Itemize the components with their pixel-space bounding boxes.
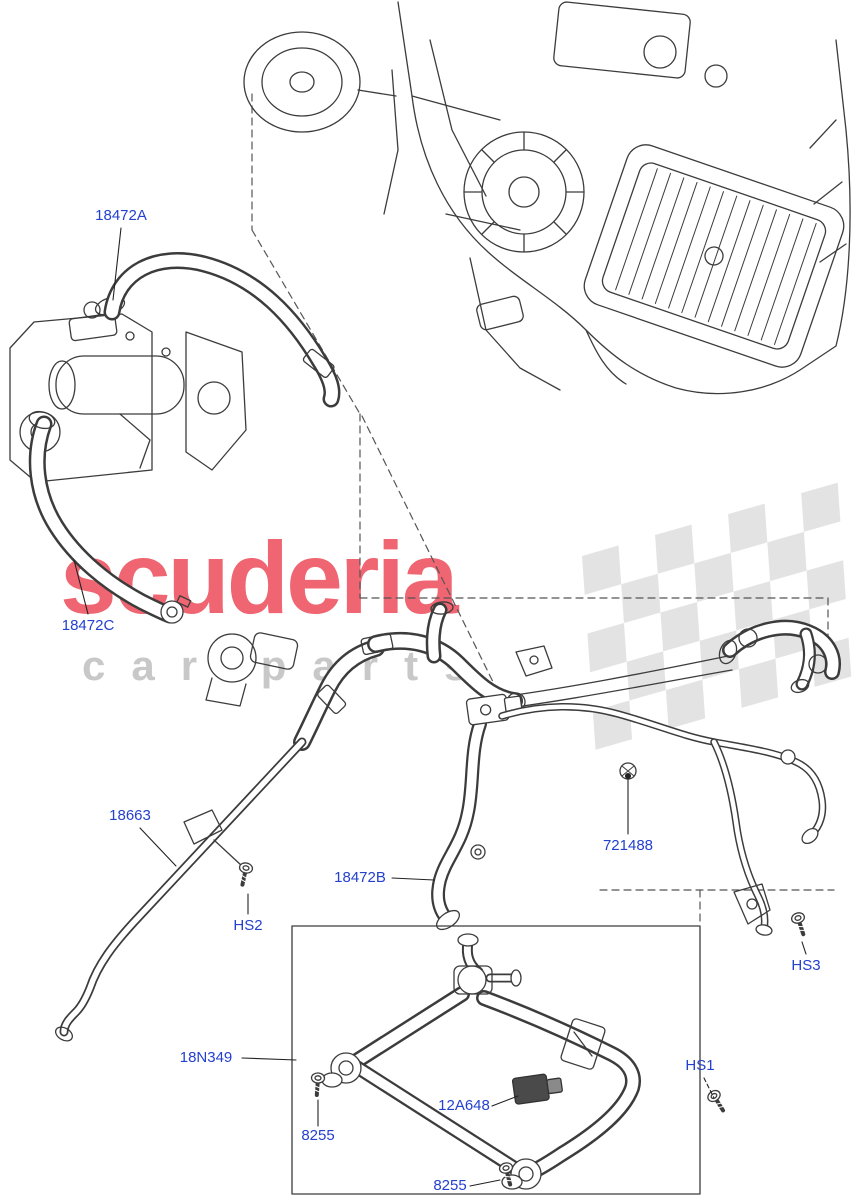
part-label-8255-b[interactable]: 8255: [433, 1177, 467, 1194]
part-label-8255-a[interactable]: 8255: [301, 1127, 335, 1144]
three-way-hose-drawing: [718, 628, 833, 694]
leader-lines: [73, 227, 807, 1187]
part-label-18472b[interactable]: 18472B: [334, 869, 386, 886]
aux-pump-drawing: [205, 632, 299, 707]
part-label-18663[interactable]: 18663: [109, 807, 151, 824]
part-label-hs3[interactable]: HS3: [791, 957, 821, 974]
part-label-18472c[interactable]: 18472C: [61, 617, 115, 634]
part-label-18n349[interactable]: 18N349: [179, 1049, 233, 1066]
pipe-18663-drawing: [54, 742, 302, 1042]
hose-18472a-drawing: [112, 261, 335, 399]
part-label-18472a[interactable]: 18472A: [95, 207, 147, 224]
manifold-18n349-drawing: [321, 933, 633, 1190]
pipe-721488-drawing: [502, 707, 823, 936]
part-label-12a648[interactable]: 12A648: [438, 1097, 490, 1114]
blower-motor-drawing: [243, 31, 399, 215]
part-label-hs2[interactable]: HS2: [233, 917, 263, 934]
engine-egr-drawing: [9, 296, 247, 483]
checkered-flag-watermark: [582, 482, 852, 750]
hose-18472c-drawing: [28, 410, 192, 624]
hvac-unit-drawing: [397, 1, 851, 395]
assembly-reference-lines: [251, 93, 835, 927]
sensor-12a648-drawing: [511, 1073, 563, 1105]
part-label-721488[interactable]: 721488: [602, 837, 654, 854]
part-label-hs1[interactable]: HS1: [685, 1057, 715, 1074]
